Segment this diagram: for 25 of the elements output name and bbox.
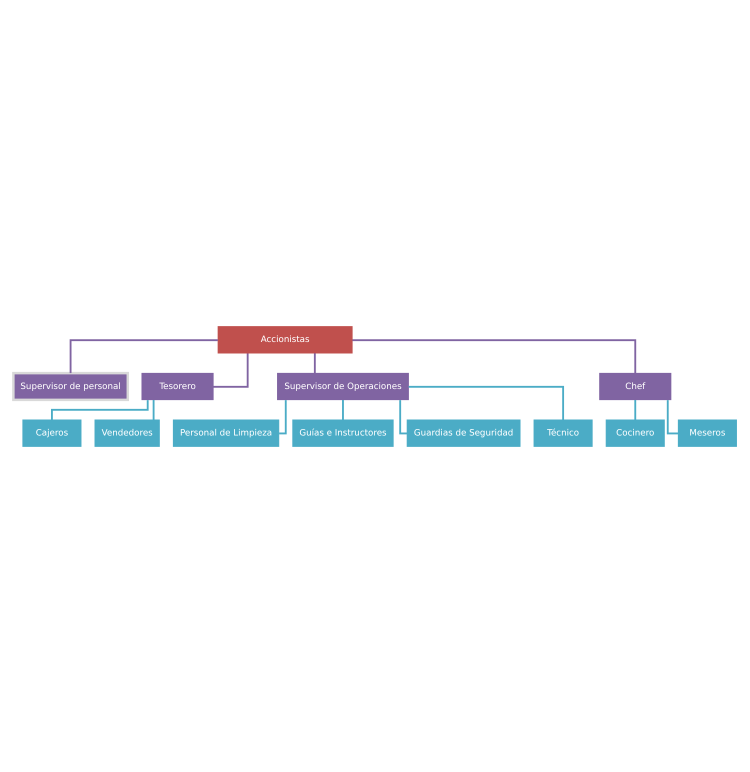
node-box: Tesorero: [141, 372, 214, 400]
node-box: Vendedores: [94, 418, 160, 446]
connector: [666, 400, 678, 434]
connector: [634, 400, 636, 420]
connector: [399, 400, 407, 434]
node-box: Cocinero: [606, 418, 665, 446]
node-box: Guías e Instructores: [292, 418, 394, 446]
connector: [51, 400, 149, 420]
connector: [213, 352, 249, 388]
connector: [342, 400, 344, 420]
node-box: Accionistas: [218, 326, 353, 354]
connector: [152, 400, 155, 420]
node-box: Cajeros: [22, 418, 82, 446]
connector: [279, 400, 287, 434]
node-box: Guardias de Seguridad: [406, 418, 521, 446]
node-box: Meseros: [678, 418, 737, 446]
node-box: Supervisor de Operaciones: [277, 372, 409, 400]
node-box: Personal de Limpieza: [172, 418, 280, 446]
connector: [352, 338, 636, 373]
node-box: Técnico: [534, 418, 593, 446]
node-box: Chef: [599, 372, 672, 400]
connector: [70, 338, 218, 373]
node-box: Supervisor de personal: [12, 371, 130, 401]
connector: [408, 385, 564, 420]
connector: [314, 352, 316, 373]
